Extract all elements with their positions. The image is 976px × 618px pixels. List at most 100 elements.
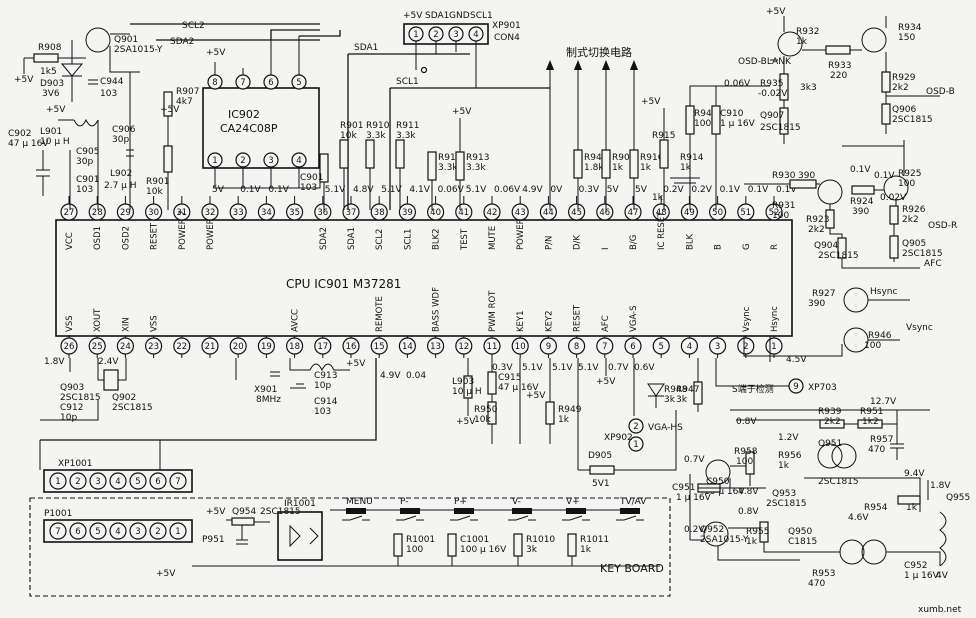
xp902-pin-1-label: 1 (633, 440, 638, 450)
q901-val: 2SA1015-Y (114, 45, 163, 55)
ic901-top-pin-voltage: 5.1V (466, 185, 487, 195)
v-q907-base: 0.06V (724, 79, 751, 89)
p1001-pin[interactable] (89, 522, 107, 540)
ic901-bottom-pin-number: 26 (64, 342, 75, 352)
keypad-row: MENU P- P+ V- V+ TV/AV (342, 497, 647, 521)
r911-ref: R901 (340, 121, 363, 131)
ic901-pin-20 (229, 337, 247, 355)
c950-plates (890, 410, 904, 460)
q907-val: 1k (796, 37, 808, 47)
ic901-bottom-pin-name: BASS WDF (432, 287, 442, 332)
ic901-top-pin-number: 39 (402, 208, 413, 218)
c910-val: 1k (680, 163, 692, 173)
r948-val: 10k (474, 415, 491, 425)
r946-ref: Q905 (902, 239, 926, 249)
r1011-body (447, 533, 457, 557)
ic901-pin-51 (737, 203, 755, 221)
r954-val: 1 μ 16V (676, 493, 712, 503)
ic901-bottom-pin-number: 5 (658, 342, 663, 352)
r901-body (163, 145, 173, 173)
key-menu[interactable]: MENU (342, 497, 373, 521)
ic901-pin-10 (511, 337, 529, 355)
key-tv-av[interactable]: TV/AV (616, 497, 647, 521)
v-q952-col: 4.8V (738, 487, 759, 497)
r913-body (395, 139, 405, 169)
key-v-[interactable]: V- (508, 497, 536, 521)
r916-body (573, 149, 583, 179)
xp1001-pin[interactable] (89, 472, 107, 490)
q901-wires (23, 33, 140, 102)
ic901-top-pin-number: 50 (712, 208, 723, 218)
xp902-pin-1[interactable] (628, 436, 644, 452)
xp902-pin-2[interactable] (628, 418, 644, 434)
net-vsync: Vsync (906, 323, 933, 333)
sync-wires (743, 299, 910, 362)
key-p-[interactable]: P+ (450, 497, 478, 521)
r939-val: 3k (676, 395, 688, 405)
r956-val: 100 (736, 457, 753, 467)
xp1001-pin-number: 6 (155, 477, 160, 487)
ic901-bottom-pin-number: 4 (687, 342, 692, 352)
p1001-pin[interactable] (49, 522, 67, 540)
ic901-pin-30 (145, 203, 163, 221)
xp1001-pin[interactable] (129, 472, 147, 490)
q901-vcc: +5V (14, 75, 34, 85)
ic901-pin-11 (483, 337, 501, 355)
xp901-connector[interactable]: 1 2 3 4 +5V SDA1 GND SCL1 XP901 CON4 (403, 11, 521, 45)
p1001-pin[interactable] (109, 522, 127, 540)
q906-val: 150 (898, 33, 915, 43)
ic901-pin-26 (60, 337, 78, 355)
net-osd-r: AFC (924, 259, 942, 269)
p1001-body (43, 519, 193, 543)
ic902-pin-7-label: 7 (240, 78, 245, 88)
ic901-top-pin-number: 38 (374, 208, 385, 218)
xp1001-pin[interactable] (149, 472, 167, 490)
key-label: TV/AV (619, 497, 647, 507)
keypad-wires (192, 509, 660, 567)
ic901-top-pin-voltage: 5V (607, 185, 620, 195)
ic901-top-pin-number: 35 (289, 208, 300, 218)
key-v-[interactable]: V+ (562, 497, 590, 521)
r912-body (365, 139, 375, 169)
xp1001-pin[interactable] (69, 472, 87, 490)
ic901-pin-3 (708, 337, 727, 355)
r1015-val: 1k (580, 545, 592, 555)
xp1001-pin-number: 2 (75, 477, 80, 487)
p1001-pin[interactable] (149, 522, 167, 540)
xp901-label-3: GND (449, 11, 470, 21)
ic901-top-pin-number: 36 (317, 208, 328, 218)
q953-ref: Q951 (818, 439, 842, 449)
ic901-pin-8 (567, 337, 586, 355)
ic901-top-pin-voltage: 0.2V (691, 185, 712, 195)
q954-val: 1 μ 16V (904, 571, 940, 581)
p1001-pin[interactable] (169, 522, 187, 540)
top-resistor-wires (323, 85, 770, 210)
key-p-[interactable]: P- (396, 497, 424, 521)
xp1001-pin[interactable] (49, 472, 67, 490)
r958-val: 1k2 (862, 417, 879, 427)
r1015-ref: R1011 (580, 535, 609, 545)
ic901-pin-42 (483, 203, 501, 221)
r901-ref: R901 (146, 177, 169, 187)
ic901-top-pin-voltage: 0.1V (240, 185, 261, 195)
p1001-pin[interactable] (129, 522, 147, 540)
r934-val: 2SC1815 (760, 123, 801, 133)
r927-val: 2k2 (902, 215, 919, 225)
p1001-pin[interactable] (69, 522, 87, 540)
xp901-body (403, 23, 489, 45)
c1001-ref: P951 (202, 535, 225, 545)
xp1001-pin[interactable] (169, 472, 187, 490)
r912-ref: R910 (366, 121, 390, 131)
r940-ref: R912 (438, 153, 461, 163)
q954-ref: C952 (904, 561, 927, 571)
keyboard-board-outline (29, 497, 671, 597)
p1001-ref: P1001 (44, 509, 72, 519)
ic901-bottom-pin-number: 1 (771, 342, 776, 352)
ic901-pin-24 (116, 337, 135, 355)
v-q951-col: 0.8V (736, 417, 757, 427)
xp1001-pin[interactable] (109, 472, 127, 490)
r909-ref: R913 (466, 153, 489, 163)
